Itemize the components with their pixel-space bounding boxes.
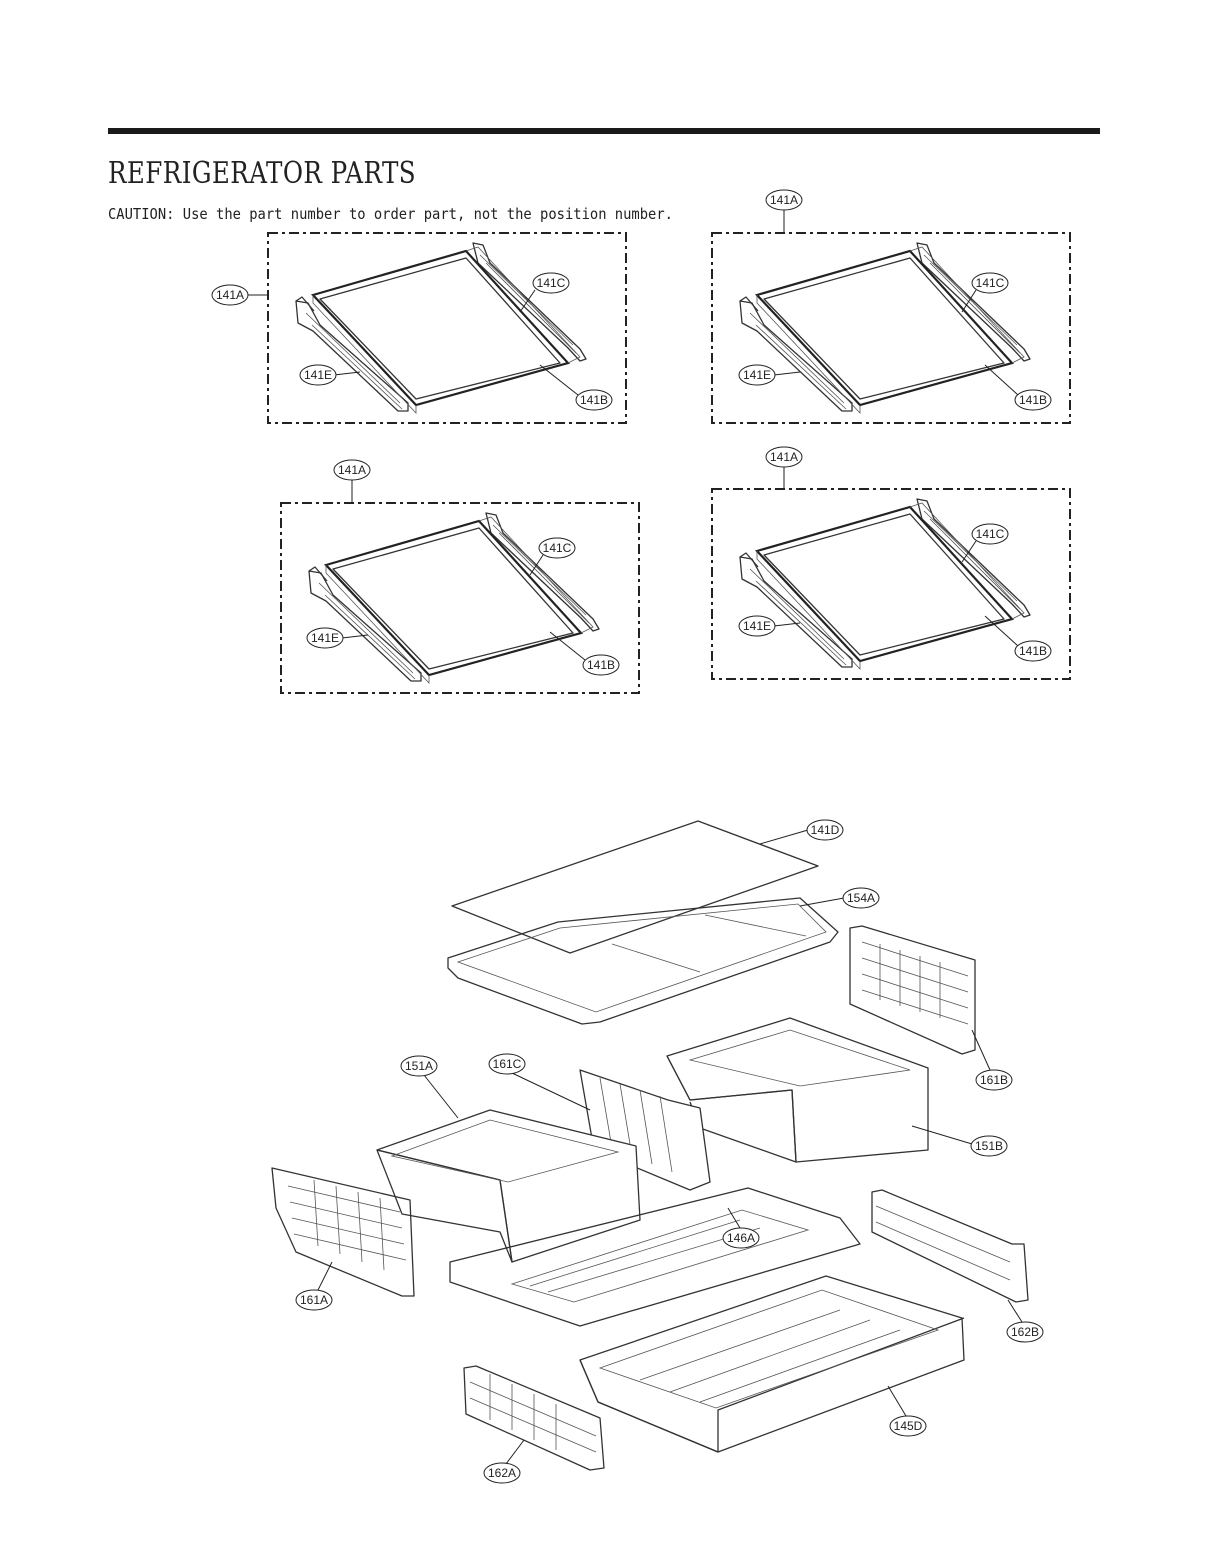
- callout-141e: 141E: [738, 364, 776, 386]
- svg-text:154A: 154A: [847, 891, 875, 905]
- bracket-161b: [849, 925, 976, 1055]
- bracket-161a: [271, 1167, 415, 1297]
- callout-141e: 141E: [299, 364, 337, 386]
- shelf-assembly-3: [280, 502, 640, 694]
- callout-161c: 161C: [488, 1053, 526, 1075]
- callout-141b: 141B: [575, 389, 613, 411]
- svg-text:161A: 161A: [300, 1293, 328, 1307]
- svg-text:141B: 141B: [587, 658, 615, 672]
- callout-162b: 162B: [1006, 1321, 1044, 1343]
- svg-text:162A: 162A: [488, 1466, 516, 1480]
- callout-141c: 141C: [971, 523, 1009, 545]
- svg-text:162B: 162B: [1011, 1325, 1039, 1339]
- callout-141c: 141C: [532, 272, 570, 294]
- callout-141a: 141A: [333, 459, 371, 481]
- shelf-assembly-4: [711, 488, 1071, 680]
- drawer-151b: [666, 1017, 929, 1163]
- callout-141b: 141B: [582, 654, 620, 676]
- svg-text:161C: 161C: [493, 1057, 522, 1071]
- callout-141b: 141B: [1014, 640, 1052, 662]
- callout-151a: 151A: [400, 1055, 438, 1077]
- svg-text:145D: 145D: [894, 1419, 923, 1433]
- callout-141a: 141A: [765, 189, 803, 211]
- svg-text:141E: 141E: [304, 368, 332, 382]
- assembly-boundary: [280, 502, 640, 694]
- glass-panel-141d: [451, 820, 819, 954]
- svg-text:141C: 141C: [976, 527, 1005, 541]
- svg-text:141E: 141E: [743, 619, 771, 633]
- callout-141d: 141D: [806, 819, 844, 841]
- callout-141e: 141E: [738, 615, 776, 637]
- cover-frame-154a: [447, 897, 839, 1025]
- base-tray-146a: [449, 1187, 861, 1327]
- svg-text:151A: 151A: [405, 1059, 433, 1073]
- svg-text:141B: 141B: [1019, 644, 1047, 658]
- caution-note: CAUTION: Use the part number to order pa…: [108, 205, 673, 223]
- svg-text:141B: 141B: [580, 393, 608, 407]
- callout-146a: 146A: [722, 1227, 760, 1249]
- bracket-162a: [463, 1365, 605, 1471]
- callout-161a: 161A: [295, 1289, 333, 1311]
- callout-141a: 141A: [211, 284, 249, 306]
- callout-141a: 141A: [765, 446, 803, 468]
- callout-145d: 145D: [889, 1415, 927, 1437]
- crisper-assembly: [271, 820, 1029, 1471]
- svg-text:141C: 141C: [976, 276, 1005, 290]
- page-title: REFRIGERATOR PARTS: [108, 156, 417, 191]
- svg-text:141A: 141A: [338, 463, 366, 477]
- svg-text:146A: 146A: [727, 1231, 755, 1245]
- callout-161b: 161B: [975, 1069, 1013, 1091]
- shelf-assembly-1: [267, 232, 627, 424]
- svg-text:141C: 141C: [537, 276, 566, 290]
- svg-text:141C: 141C: [543, 541, 572, 555]
- rail-162b: [871, 1189, 1029, 1303]
- svg-text:141A: 141A: [216, 288, 244, 302]
- callout-141c: 141C: [538, 537, 576, 559]
- svg-text:141E: 141E: [743, 368, 771, 382]
- callout-151b: 151B: [970, 1135, 1008, 1157]
- callout-141c: 141C: [971, 272, 1009, 294]
- svg-text:141A: 141A: [770, 193, 798, 207]
- assembly-boundary: [711, 232, 1071, 424]
- callout-141b: 141B: [1014, 389, 1052, 411]
- callout-141e: 141E: [306, 627, 344, 649]
- shelf-assembly-2: [711, 232, 1071, 424]
- callout-154a: 154A: [842, 887, 880, 909]
- svg-text:141A: 141A: [770, 450, 798, 464]
- svg-text:161B: 161B: [980, 1073, 1008, 1087]
- header-rule: [108, 128, 1100, 134]
- assembly-boundary: [267, 232, 627, 424]
- svg-text:151B: 151B: [975, 1139, 1003, 1153]
- svg-text:141B: 141B: [1019, 393, 1047, 407]
- assembly-boundary: [711, 488, 1071, 680]
- svg-text:141D: 141D: [811, 823, 840, 837]
- svg-text:141E: 141E: [311, 631, 339, 645]
- callout-162a: 162A: [483, 1462, 521, 1484]
